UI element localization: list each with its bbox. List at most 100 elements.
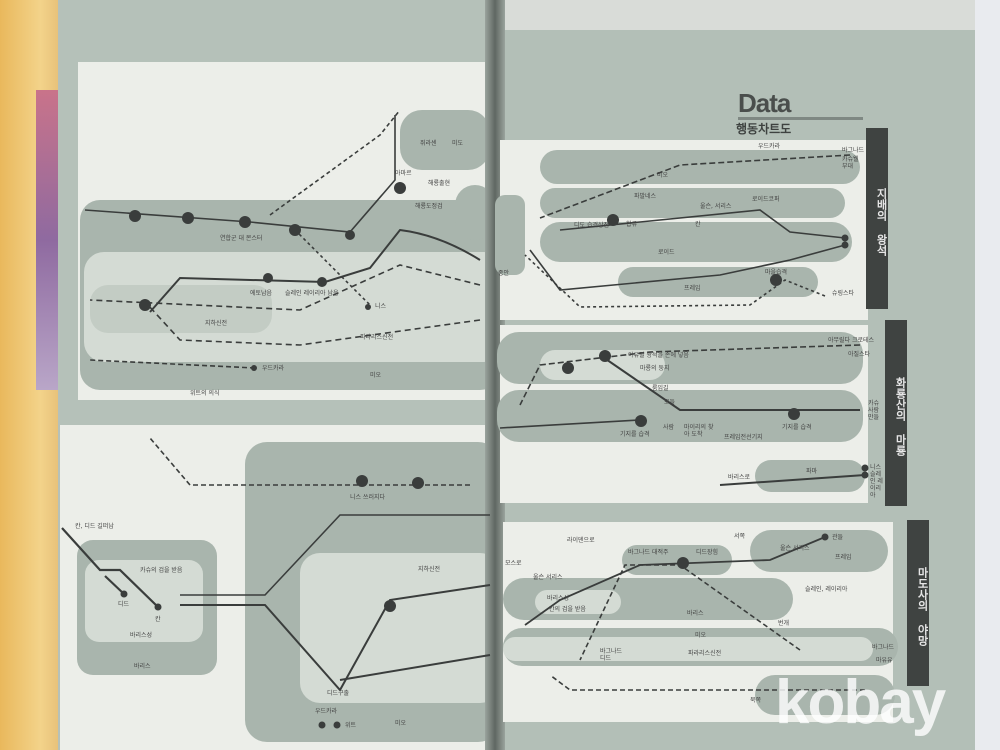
title-divider: [738, 117, 863, 120]
band-edge-1: [495, 195, 525, 275]
band-loidcoper: [540, 188, 845, 218]
label: 니스: [375, 303, 387, 310]
tab-section-3[interactable]: 마도사의 야망: [907, 520, 929, 686]
event-burst-marker: [239, 216, 251, 228]
label: 디드장힘: [696, 549, 719, 556]
label: 프레임: [684, 285, 701, 292]
label: 칸: [695, 221, 701, 228]
label: 우드카라: [315, 708, 338, 715]
label: 해룡도정검: [415, 203, 443, 210]
event-burst-marker: [129, 210, 141, 222]
character-dot: [365, 304, 371, 310]
label: 바그나드: [842, 147, 865, 154]
label: 마룡의 둥지: [640, 365, 670, 372]
event-burst-marker: [345, 230, 355, 240]
label: 사람: [663, 424, 675, 431]
label: 쥐라센: [420, 140, 437, 147]
label: 라이덴으로: [567, 537, 595, 544]
label: 마을습격: [765, 269, 788, 276]
event-burst-marker: [412, 477, 424, 489]
watermark: kobay: [775, 668, 946, 737]
event-burst-marker: [635, 415, 647, 427]
band-baris-castle: [85, 560, 203, 642]
label: 바그나드: [872, 644, 895, 651]
tab-label: 화룡산의 마룡: [894, 376, 907, 456]
flow-line: [89, 359, 256, 369]
flow-line: [61, 527, 159, 608]
label: 디드: [118, 601, 130, 608]
label: 위트의 의식: [190, 390, 220, 397]
event-burst-marker: [599, 350, 611, 362]
character-dot: [821, 533, 829, 541]
label: 프레임전선기지: [724, 434, 763, 441]
label: 카슈웰 부대: [842, 156, 859, 170]
label: 기지를 습격: [620, 431, 650, 438]
label: 바리스성: [547, 595, 570, 602]
label: 우드카라: [262, 365, 285, 372]
character-dot: [841, 241, 849, 249]
label: 아질스타: [848, 351, 871, 358]
tab-label: 지배의 왕석: [875, 187, 888, 256]
band-north: [755, 675, 895, 715]
flow-line: [269, 109, 401, 216]
flow-line: [539, 154, 851, 219]
character-dot: [154, 603, 162, 611]
label: 칸: [155, 616, 161, 623]
flow-line: [149, 228, 481, 313]
label: 슬레인 레이리아 남음: [285, 290, 339, 297]
page-subtitle: 행동차트도: [736, 122, 792, 136]
label: 바그나드 대적주: [628, 549, 669, 556]
flow-line: [579, 564, 801, 661]
label: 서쪽: [734, 533, 746, 540]
label: 칸, 디드 길떠남: [75, 523, 114, 530]
label: 미오: [657, 172, 669, 179]
label: 미오: [370, 372, 382, 379]
event-burst-marker: [317, 277, 327, 287]
label: 마이리의 찾아 도착: [684, 424, 714, 438]
label: 슬레인, 레이리아: [805, 586, 848, 593]
band-mio-r: [540, 150, 860, 184]
label: 니스 쓰러지다: [350, 494, 386, 501]
label: 파라리스신전: [360, 334, 394, 341]
flow-line: [104, 575, 125, 595]
label: 파라리스신전: [688, 650, 722, 657]
label: 프레임: [835, 554, 852, 561]
tab-label: 마도사의 야망: [916, 566, 929, 646]
flow-line: [519, 344, 861, 406]
event-burst-marker: [607, 214, 619, 226]
label: 바리스로: [728, 474, 751, 481]
label: 미오: [395, 720, 407, 727]
label: 지하신전: [205, 320, 228, 327]
label: 울슨 서리스: [533, 574, 563, 581]
character-dot: [861, 464, 869, 472]
label: 번개: [778, 620, 790, 627]
label: 마유유: [876, 657, 893, 664]
event-burst-marker: [182, 212, 194, 224]
event-burst-marker: [770, 274, 782, 286]
page-title: Data: [738, 88, 791, 118]
character-dot: [841, 234, 849, 242]
event-burst-marker: [139, 299, 151, 311]
band-parariss-r: [503, 637, 873, 661]
label: 니스 슬레인 레이리아: [870, 464, 883, 499]
event-burst-marker: [788, 408, 800, 420]
label: 모스로: [505, 560, 522, 567]
band-bagnard: [622, 545, 732, 575]
flow-line: [599, 354, 860, 411]
label: 미도: [452, 140, 464, 147]
flow-line: [147, 304, 481, 346]
character-dot: [861, 471, 869, 479]
tab-section-2[interactable]: 화룡산의 마룡: [885, 320, 907, 506]
band-loid: [540, 222, 852, 262]
band-underground-temple: [90, 285, 272, 333]
label: 연합군 대 몬스터: [220, 235, 263, 242]
band-frame-3: [750, 530, 888, 572]
character-dot: [251, 365, 257, 371]
tab-section-1[interactable]: 지배의 왕석: [866, 128, 888, 309]
label: 바그나드 디드: [600, 648, 623, 662]
label: 지하신전: [418, 566, 441, 573]
label: 종안: [498, 270, 510, 277]
label: 룸임길: [652, 385, 669, 392]
band-frame-base: [497, 390, 863, 442]
